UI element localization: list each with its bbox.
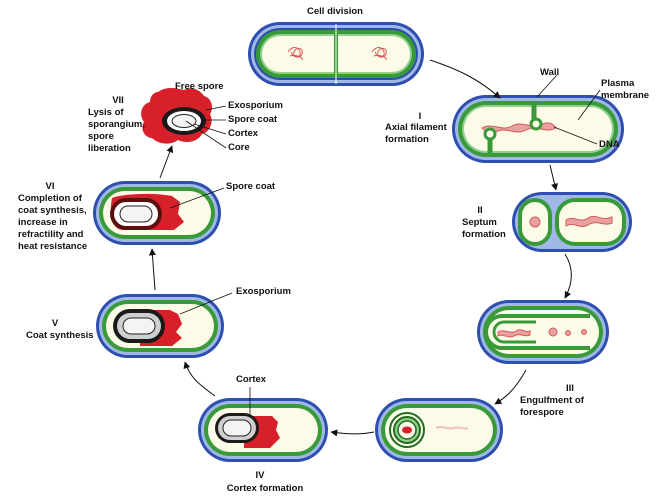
free-spore (141, 88, 212, 144)
leader-exosporium-v (179, 292, 233, 315)
arrow-vi-to-vii (159, 145, 174, 179)
stage-iii-cell (477, 300, 609, 364)
label-stage-iv-numeral: IV (255, 470, 265, 481)
label-stage-vii: Lysis of sporangium, spore liberation (88, 107, 146, 154)
cycle-arrows (148, 59, 572, 437)
callout-spore-coat-free: Spore coat (228, 114, 278, 125)
label-stage-v: Coat synthesis (26, 330, 94, 341)
label-stage-i: Axial filament formation (385, 122, 447, 145)
callout-wall: Wall (540, 67, 560, 78)
callout-cortex-free: Cortex (228, 128, 259, 139)
callout-dna: DNA (599, 139, 620, 150)
label-stage-iii-numeral: III (566, 383, 574, 394)
label-stage-vii-numeral: VII (112, 95, 124, 106)
label-stage-ii: Septum formation (462, 217, 506, 240)
callout-free-spore: Free spore (175, 81, 224, 92)
label-stage-iii: Engulfment of forespore (520, 395, 584, 418)
label-cell-division: Cell division (307, 6, 363, 17)
callout-plasma-membrane: Plasma membrane (601, 78, 650, 101)
arrow-iv-to-v (183, 361, 216, 397)
leader-spore-coat-vi (169, 187, 225, 209)
leader-lines (169, 74, 601, 416)
arrow-division-to-i (429, 59, 501, 99)
label-stage-ii-numeral: II (477, 205, 483, 216)
callout-core-free: Core (228, 142, 250, 153)
leader-plasma-membrane (577, 89, 601, 121)
callout-spore-coat-vi: Spore coat (226, 181, 276, 192)
label-stage-vi: Completion of coat synthesis, increase i… (18, 193, 88, 252)
label-stage-v-numeral: V (51, 318, 59, 329)
leader-wall (536, 74, 558, 98)
leader-cortex-free (193, 123, 227, 135)
stage-ii-cell (512, 192, 632, 252)
cell-division (248, 22, 424, 86)
label-stage-i-numeral: I (418, 111, 422, 122)
stage-vi-cell (93, 181, 221, 245)
arrow-ii-to-iii (564, 253, 572, 299)
leader-dna (553, 126, 598, 145)
callout-exosporium-free: Exosporium (228, 100, 283, 111)
engulfed-forespore-cell (375, 398, 503, 462)
stage-i-cell (452, 95, 624, 163)
arrow-engulfed-to-iv (330, 429, 375, 437)
label-stage-vi-numeral: VI (45, 181, 55, 192)
stage-iv-cell (198, 398, 328, 462)
dna-right (371, 47, 387, 61)
arrow-v-to-vi (148, 248, 156, 291)
leader-core-free (185, 120, 227, 149)
stage-v-cell (96, 294, 224, 358)
dna-left (287, 47, 303, 61)
arrow-i-to-ii (549, 164, 558, 191)
label-stage-iv: Cortex formation (226, 483, 304, 494)
callout-exosporium-v: Exosporium (236, 286, 291, 297)
arrow-iii-to-engulfed (494, 369, 527, 405)
callout-cortex-iv: Cortex (236, 374, 267, 385)
leader-exosporium-free (205, 105, 227, 111)
